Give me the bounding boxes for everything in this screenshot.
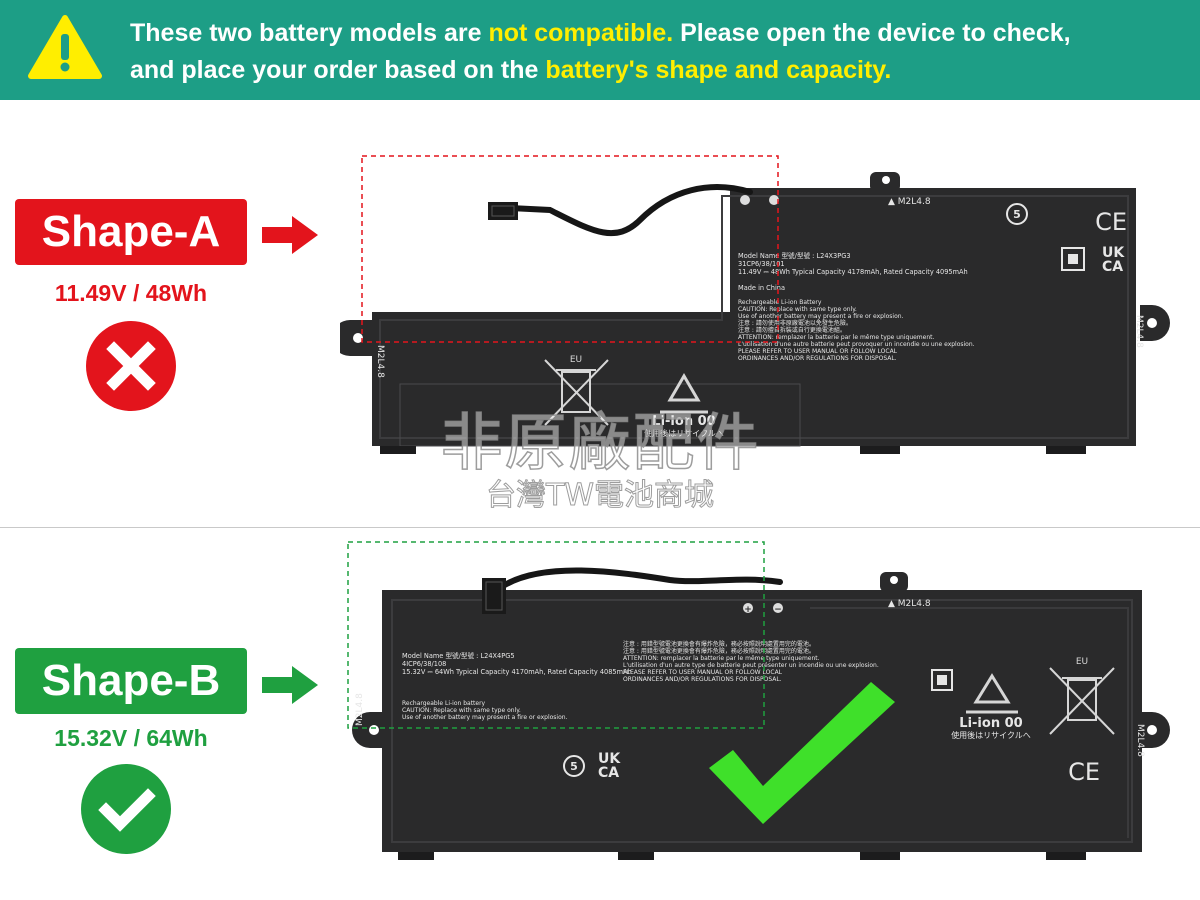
eu-label: EU	[570, 355, 582, 365]
battery-cable	[507, 184, 753, 237]
banner-line2-start: and place your order based on the	[130, 56, 546, 84]
weee-bin-icon	[544, 359, 609, 426]
svg-text:5: 5	[570, 760, 578, 773]
warning-line: L'utilisation d'un autre type de batteri…	[623, 662, 879, 669]
check-icon	[81, 764, 171, 854]
warning-banner: These two battery models are not compati…	[0, 0, 1200, 100]
warning-line: Rechargeable Li-ion battery	[402, 700, 486, 707]
warning-line: ATTENTION: remplazer la batterie par le …	[738, 334, 935, 341]
plus-terminal: +	[744, 605, 752, 615]
ukca-mark-bottom: CA	[1102, 259, 1123, 275]
screw-spec-left: M2L4.8	[375, 345, 385, 378]
recycle-jp-label: 使用後はリサイクルへ	[644, 428, 724, 438]
minus-terminal: −	[774, 605, 782, 615]
warning-line: ATTENTION: remplacer la batterie par le …	[623, 655, 820, 662]
capacity-rating: 15.32V ⎓ 64Wh Typical Capacity 4170mAh, …	[402, 668, 632, 676]
age-mark-icon: 5	[563, 755, 585, 777]
banner-line1-start: These two battery models are	[130, 19, 489, 47]
ce-mark: CE	[1068, 758, 1100, 786]
qr-symbol-icon	[931, 669, 953, 691]
liion-label: Li-ion 00	[959, 716, 1022, 731]
warning-line: CAUTION: Replace with same type only.	[402, 707, 521, 714]
warning-line: Rechargeable Li-ion Battery	[738, 299, 822, 306]
warning-line: PLEASE REFER TO USER MANUAL OR FOLLOW LO…	[623, 669, 783, 676]
liion-label: Li-ion 00	[652, 414, 715, 429]
ce-mark: CE	[1095, 208, 1127, 236]
warning-line: CAUTION: Replace with same type only.	[738, 306, 857, 313]
banner-message: These two battery models are not compati…	[130, 15, 1190, 89]
svg-text:5: 5	[1013, 208, 1021, 221]
cell-config: 4ICP6/38/108	[402, 660, 446, 668]
model-name: Model Name 型號/型號 : L24X3PG3	[738, 251, 851, 260]
screw-spec-top: ▲ M2L4.8	[888, 599, 931, 609]
connector-highlight-box	[347, 541, 765, 729]
age-mark-icon: 5	[1006, 203, 1028, 225]
warning-line: 注意 : 用錯型號電池更換會有爆炸危險，務必按照說明處置用完的電池。	[623, 640, 815, 648]
banner-line1-end: Please open the device to check,	[673, 19, 1071, 47]
warning-line: Use of another battery may present a fir…	[402, 714, 568, 721]
section-divider	[0, 527, 1200, 528]
ukca-mark-top: UK	[598, 751, 621, 767]
screw-spec-top: ▲ M2L4.8	[888, 197, 931, 207]
weee-bin-icon	[1049, 667, 1115, 735]
large-check-icon	[709, 682, 895, 824]
banner-highlight-shape-capacity: battery's shape and capacity.	[545, 56, 892, 84]
screw-spec-right: M2L4.8	[1135, 724, 1145, 757]
shape-a-spec: 11.49V / 48Wh	[54, 280, 208, 306]
battery-shape-a-image: ▲ M2L4.8 M2L4.8 M2L4.8 Model Name 型號/型號 …	[340, 155, 1170, 454]
warning-line: PLEASE REFER TO USER MANUAL OR FOLLOW LO…	[738, 348, 898, 355]
recycle-icon	[660, 373, 708, 414]
warning-line: Use of another battery may present a fir…	[738, 313, 904, 320]
recycle-jp-label: 使用後はリサイクルへ	[951, 730, 1031, 740]
cross-icon	[86, 321, 176, 411]
watermark-primary: 非原廠配件	[440, 405, 761, 480]
cell-config: 31CP6/38/101	[738, 260, 785, 268]
capacity-rating: 11.49V ⎓ 48Wh Typical Capacity 4178mAh, …	[738, 268, 968, 276]
warning-line: 注意 : 請勿擅自拆裝或自行更換電池組。	[738, 326, 846, 334]
connector-highlight-box	[361, 155, 779, 343]
shape-b-label: Shape-B	[15, 648, 247, 714]
watermark-secondary: 台灣TW電池商城	[486, 478, 715, 514]
warning-line: ORDINANCES AND/OR REGULATIONS FOR DISPOS…	[738, 355, 897, 362]
qr-symbol-icon	[1061, 247, 1085, 271]
warning-triangle-icon	[28, 15, 102, 79]
made-in: Made in China	[738, 284, 785, 292]
recycle-icon	[966, 673, 1018, 714]
warning-line: ORDINANCES AND/OR REGULATIONS FOR DISPOS…	[623, 676, 782, 683]
warning-line: 注意 : 用錯型號電池更換會有爆炸危險，務必按照說明處置用完的電池。	[623, 647, 815, 655]
screw-spec-left: M2L4.8	[355, 693, 365, 726]
warning-line: 注意 : 請勿使用非原廠電池以免發生危險。	[738, 319, 852, 327]
screw-spec-right: M2L4.8	[1134, 315, 1144, 348]
banner-highlight-not-compatible: not compatible.	[488, 19, 674, 47]
shape-b-spec: 15.32V / 64Wh	[54, 725, 208, 751]
shape-a-label: Shape-A	[15, 199, 247, 265]
arrow-right-icon	[262, 666, 318, 704]
ukca-mark-bottom: CA	[598, 765, 619, 781]
ukca-mark-top: UK	[1102, 245, 1125, 261]
battery-cable	[497, 567, 783, 591]
warning-line: L'utilisation d'une autre batterie peut …	[738, 341, 975, 348]
arrow-right-icon	[262, 216, 318, 254]
eu-label: EU	[1076, 657, 1088, 667]
model-name: Model Name 型號/型號 : L24X4PG5	[402, 651, 515, 660]
